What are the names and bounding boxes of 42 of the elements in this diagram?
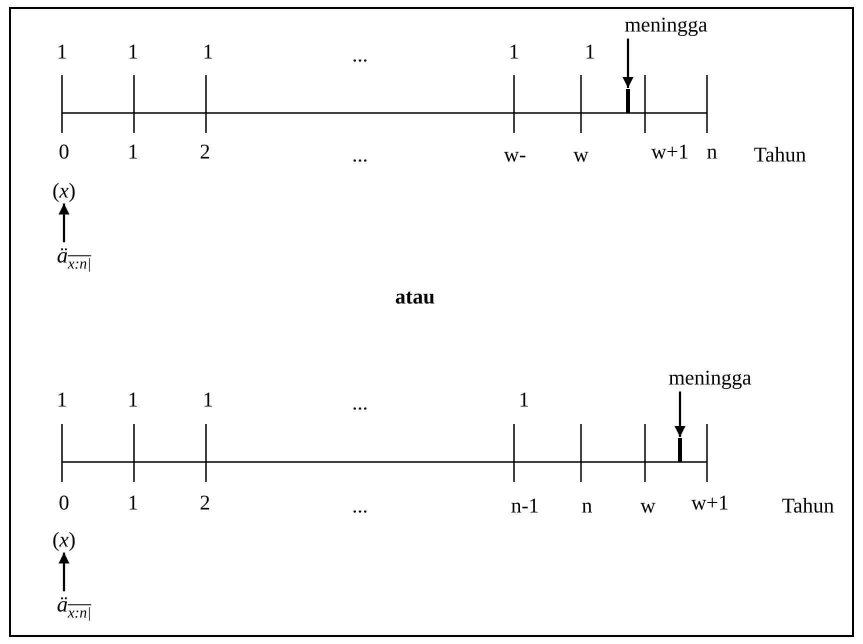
death-label: meningga <box>624 13 708 37</box>
annuity-symbol: ä$_{x:n|}$ <box>56 243 92 273</box>
time-label: n-1 <box>511 494 539 518</box>
time-label: ... <box>352 494 368 518</box>
payment-label: 1 <box>128 388 138 412</box>
time-label: 1 <box>128 140 138 164</box>
death-mark <box>626 89 630 113</box>
time-label: w <box>573 143 589 167</box>
separator-text: atau <box>395 285 435 309</box>
time-label: 0 <box>58 140 70 164</box>
arrow <box>622 38 634 88</box>
payment-label: ... <box>352 391 368 415</box>
payment-label: 1 <box>128 40 138 64</box>
payment-label: 1 <box>518 388 530 412</box>
annuity-symbol: ä$_{x:n|}$ <box>56 592 92 622</box>
arrow <box>674 392 686 437</box>
arrow <box>58 552 70 592</box>
time-label: n <box>582 494 592 518</box>
payment-label: 1 <box>584 40 596 64</box>
death-mark <box>678 438 682 462</box>
time-label: 1 <box>128 491 138 515</box>
time-label: w- <box>504 143 526 167</box>
time-label: 0 <box>58 491 70 515</box>
time-label: ... <box>352 143 368 167</box>
payment-label: 1 <box>202 388 214 412</box>
payment-label: ... <box>352 43 368 67</box>
age-label: (x) <box>52 179 76 203</box>
time-label: 2 <box>200 140 210 164</box>
time-label: n <box>706 140 718 164</box>
death-label: meningga <box>668 366 752 390</box>
time-label: w <box>640 494 656 518</box>
axis-unit-label: Tahun <box>754 143 806 167</box>
time-label: 2 <box>200 491 210 515</box>
payment-label: 1 <box>202 40 214 64</box>
payment-label: 1 <box>508 40 520 64</box>
time-label: w+1 <box>651 140 689 164</box>
time-label: w+1 <box>691 491 729 515</box>
payment-label: 1 <box>56 388 68 412</box>
arrow <box>58 204 70 242</box>
payment-label: 1 <box>56 40 68 64</box>
axis-unit-label: Tahun <box>782 494 834 518</box>
age-label: (x) <box>52 528 76 552</box>
